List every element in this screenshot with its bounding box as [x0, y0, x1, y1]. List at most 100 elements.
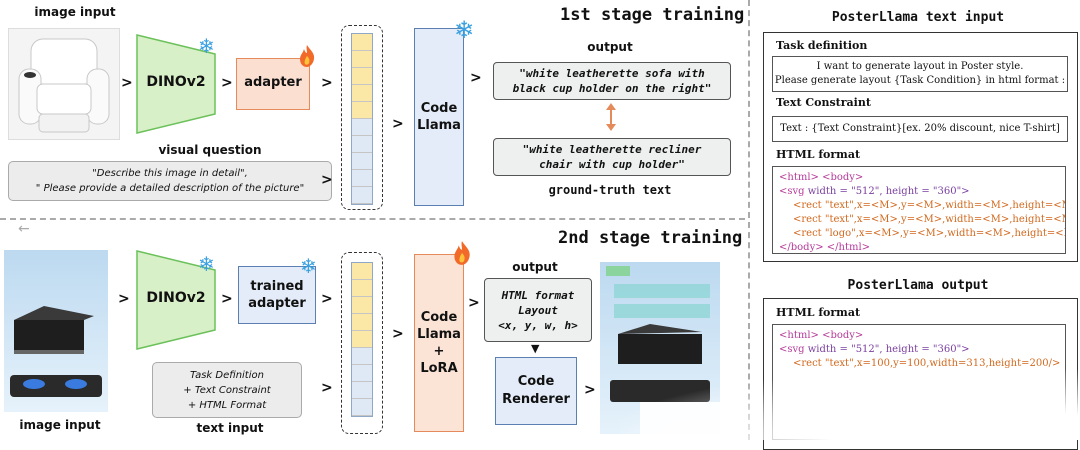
arrow-icon: >: [221, 291, 233, 307]
code-attr: width = "512", height = "360">: [804, 186, 970, 197]
stage1-visual-question-label: visual question: [158, 143, 262, 157]
arrow-icon: >: [121, 75, 133, 91]
task-box: I want to generate layout in Poster styl…: [772, 56, 1068, 92]
html-heading: HTML format: [776, 148, 861, 161]
arrow-icon: >: [468, 295, 480, 311]
output-text: Layout: [518, 303, 558, 317]
snowflake-icon: ❄: [198, 34, 215, 58]
question-text: "Describe this image in detail",: [92, 168, 248, 179]
stage1-adapter: [236, 58, 310, 110]
llm-label: +: [433, 344, 445, 359]
code-tag: <svg: [779, 186, 805, 197]
stage1-title: 1st stage training: [560, 5, 745, 25]
stage1-chair-image: [8, 28, 120, 140]
gt-text: chair with cup holder": [539, 158, 685, 171]
constraint-heading: Text Constraint: [776, 96, 871, 109]
stage2-code-llama-lora: Code Llama + LoRA: [414, 254, 464, 432]
arrow-icon: >: [470, 70, 482, 86]
stage1-visual-question-box: "Describe this image in detail", " Please…: [8, 161, 332, 201]
text-input-line: + HTML Format: [187, 399, 267, 411]
question-text: " Please provide a detailed description …: [35, 183, 305, 194]
output-text: "white leatherette sofa with: [519, 67, 705, 80]
llm-label: Llama: [417, 118, 461, 133]
compare-arrow-icon: [604, 102, 618, 136]
stage2-title: 2nd stage training: [558, 228, 743, 248]
stage1-output-label: output: [587, 40, 633, 54]
panel-output-title: PosterLlama output: [847, 278, 989, 293]
fire-icon: [452, 240, 472, 270]
output-html-heading: HTML format: [776, 306, 861, 319]
text-input-line: Task Definition: [190, 369, 264, 381]
stage2-output-label: output: [512, 260, 558, 274]
adapter-label: trained: [250, 279, 304, 294]
arrow-icon: >: [321, 172, 333, 188]
renderer-label: Code: [517, 374, 555, 389]
snowflake-icon: ❄: [300, 254, 317, 278]
arrow-icon: >: [118, 291, 130, 307]
output-text: <x, y, w, h>: [498, 318, 578, 332]
arrow-icon: >: [392, 326, 404, 342]
code-attr: width = "512", height = "360">: [804, 344, 970, 355]
stage2-dinov2-encoder: [136, 250, 216, 350]
task-text: Please generate layout {Task Condition} …: [774, 75, 1066, 86]
arrow-icon: >: [221, 75, 233, 91]
adapter-label: adapter: [248, 296, 306, 311]
code-line: <html> <body>: [779, 172, 864, 183]
stage2-hood-image: [4, 250, 108, 412]
task-heading: Task definition: [776, 39, 868, 52]
stage2-text-input-label: text input: [196, 421, 264, 435]
html-code-box: <html> <body> <svg width = "512", height …: [772, 166, 1066, 254]
llm-label: Code: [420, 101, 458, 116]
stage2-text-input-box: Task Definition + Text Constraint + HTML F…: [152, 362, 302, 418]
arrow-icon: >: [321, 380, 333, 396]
gt-text: "white leatherette recliner: [522, 143, 702, 156]
code-line: <html> <body>: [779, 330, 864, 341]
stage1-ground-truth-box: "white leatherette recliner chair with cu…: [493, 138, 731, 176]
down-arrow-icon: ▼: [531, 342, 540, 355]
constraint-text: Text : {Text Constraint}[ex. 20% discoun…: [780, 123, 1060, 134]
llm-label: Llama: [417, 327, 461, 342]
panel-divider: [748, 0, 750, 440]
code-line: <rect "text",x=<M>,y=<M>,width=<M>,heigh…: [793, 200, 1066, 211]
task-text: I want to generate layout in Poster styl…: [816, 61, 1024, 72]
snowflake-icon: ❄: [198, 252, 215, 276]
snowflake-icon: ❄: [454, 16, 475, 44]
arrow-icon: >: [321, 291, 333, 307]
text-input-line: + Text Constraint: [183, 384, 271, 396]
back-arrow-icon: ←: [18, 221, 30, 237]
code-line: <rect "logo",x=<M>,y=<M>,width=<M>,heigh…: [793, 228, 1066, 239]
code-line: <rect "text",x=<M>,y=<M>,width=<M>,heigh…: [793, 214, 1066, 225]
constraint-box: Text : {Text Constraint}[ex. 20% discoun…: [772, 116, 1068, 142]
renderer-label: Renderer: [502, 392, 570, 407]
output-text: HTML format: [501, 288, 575, 302]
output-text: black cup holder on the right": [512, 82, 712, 95]
stage1-output-box: "white leatherette sofa with black cup ho…: [493, 62, 731, 100]
code-line: <rect "text",x=100,y=100,width=313,heigh…: [793, 358, 1061, 369]
stage1-token-sequence: [351, 33, 373, 205]
stage1-adapter-label: adapter: [244, 75, 302, 90]
stage2-token-sequence: [351, 262, 373, 417]
stage1-image-input-label: image input: [34, 5, 116, 19]
stage1-dinov2-encoder: [136, 34, 216, 134]
arrow-icon: >: [584, 382, 596, 398]
stage2-image-input-label: image input: [19, 418, 101, 432]
stage1-dinov2-label: DINOv2: [146, 74, 206, 90]
stage2-trained-adapter: trained adapter: [238, 266, 316, 324]
code-line: </body> </html>: [779, 242, 871, 253]
stage1-token-frame: [341, 25, 383, 210]
arrow-icon: >: [321, 75, 333, 91]
llm-label: LoRA: [420, 361, 458, 376]
corner-fade: [620, 370, 1080, 440]
stage2-dinov2-label: DINOv2: [146, 290, 206, 306]
llm-label: Code: [420, 310, 458, 325]
arrow-icon: >: [392, 116, 404, 132]
stage2-token-frame: [341, 252, 383, 434]
stage1-gt-label: ground-truth text: [548, 183, 672, 197]
stage-divider: [0, 218, 745, 220]
code-tag: <svg: [779, 344, 805, 355]
fire-icon: [298, 44, 316, 72]
panel-input-title: PosterLlama text input: [831, 10, 1005, 25]
